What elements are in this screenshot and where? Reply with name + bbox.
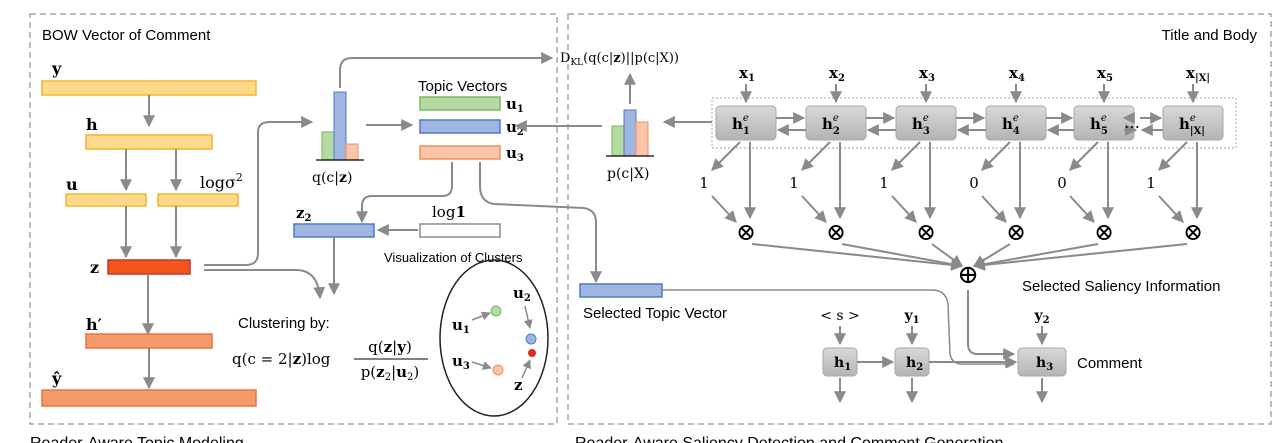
- visualization-label: Visualization of Clusters: [384, 250, 523, 265]
- cluster-point-u1: [490, 305, 502, 317]
- multiply-node-4: ⊗: [1006, 218, 1026, 246]
- right-panel-header: Title and Body: [1162, 27, 1258, 44]
- q-bar-3: [345, 143, 359, 161]
- topic-vector-u2: [419, 119, 501, 134]
- decoder-input-3: y2: [1033, 308, 1049, 326]
- y-vector: [41, 80, 257, 96]
- gate-value-2: 1: [789, 174, 799, 192]
- z2-vector: [293, 223, 375, 238]
- encoder-ellipsis: …: [1124, 113, 1140, 132]
- h-prime-label: h′: [86, 315, 102, 334]
- left-panel-footer: Reader-Aware Topic Modeling: [30, 435, 244, 443]
- oplus-node: ⊕: [957, 260, 979, 290]
- left-panel-header: BOW Vector of Comment: [42, 27, 211, 44]
- right-panel-footer: Reader-Aware Saliency Detection and Comm…: [575, 435, 1003, 443]
- encoder-node-3: [895, 105, 957, 141]
- encoder-node-6: [1162, 105, 1224, 141]
- gate-value-4: 0: [969, 174, 979, 192]
- log1-label: log1: [432, 203, 466, 221]
- y-hat-label: ŷ: [51, 369, 62, 388]
- topic-vectors-label: Topic Vectors: [418, 78, 507, 95]
- cluster-u1-label: u1: [452, 316, 470, 336]
- z-label: z: [90, 258, 99, 277]
- selected-topic-label: Selected Topic Vector: [583, 305, 727, 322]
- logsigma-vector: [157, 193, 239, 207]
- p-bar-3: [635, 121, 649, 157]
- z2-label: z2: [296, 204, 312, 224]
- y-label: y: [51, 59, 62, 78]
- multiply-node-1: ⊗: [736, 218, 756, 246]
- gate-value-6: 1: [1146, 174, 1156, 192]
- cluster-u3-label: u3: [452, 352, 470, 372]
- decoder-input-2: y1: [903, 308, 919, 326]
- input-x-6: x|X|: [1186, 64, 1210, 84]
- comment-label: Comment: [1077, 355, 1143, 372]
- cluster-point-u3: [492, 364, 504, 376]
- q-bar-2: [333, 91, 347, 161]
- u2-label: u2: [506, 118, 524, 138]
- encoder-group: [711, 97, 1237, 149]
- clustering-label: Clustering by:: [238, 315, 330, 332]
- multiply-node-5: ⊗: [1094, 218, 1114, 246]
- multiply-node-6: ⊗: [1183, 218, 1203, 246]
- decoder-label-1: h1: [834, 355, 851, 373]
- encoder-label-6: he|X|: [1179, 113, 1205, 137]
- encoder-node-4: [985, 105, 1047, 141]
- h-prime-vector: [85, 333, 213, 349]
- encoder-node-1: [715, 105, 777, 141]
- q-dist-label: q(c|z): [312, 170, 352, 186]
- saliency-label: Selected Saliency Information: [1022, 278, 1220, 295]
- p-dist-label: p(c|X): [607, 166, 649, 182]
- logsigma-label: logσ2: [200, 171, 243, 192]
- input-x-4: x4: [1009, 64, 1025, 84]
- u1-label: u1: [506, 95, 524, 115]
- gate-value-3: 1: [879, 174, 889, 192]
- multiply-node-3: ⊗: [916, 218, 936, 246]
- p-bar-1: [611, 125, 625, 157]
- multiply-node-2: ⊗: [826, 218, 846, 246]
- topic-vector-u3: [419, 145, 501, 160]
- h-vector: [85, 134, 213, 150]
- p-bar-2: [623, 109, 637, 157]
- decoder-label-2: h2: [906, 355, 923, 373]
- cluster-z-label: z: [514, 376, 523, 394]
- encoder-node-2: [805, 105, 867, 141]
- u3-label: u3: [506, 144, 524, 164]
- cluster-point-u2: [525, 333, 537, 345]
- u-vector: [65, 193, 147, 207]
- input-x-2: x2: [829, 64, 845, 84]
- q-bar-1: [321, 131, 335, 161]
- gate-value-1: 1: [699, 174, 709, 192]
- z-vector: [107, 259, 191, 275]
- y-hat-vector: [41, 389, 257, 407]
- input-x-3: x3: [919, 64, 935, 84]
- formula-prefix: q(c = 2|z)log: [232, 350, 331, 368]
- selected-topic-vector: [579, 283, 663, 298]
- formula-denominator: p(z2|u2): [361, 363, 420, 383]
- input-x-1: x1: [739, 64, 755, 84]
- decoder-label-3: h3: [1036, 355, 1053, 373]
- input-x-5: x5: [1097, 64, 1113, 84]
- left-panel-frame: [29, 13, 558, 425]
- decoder-node-3: [1017, 347, 1067, 377]
- kl-formula: DKL(q(c|z)||p(c|X)): [560, 51, 679, 68]
- u-label: u: [66, 175, 78, 194]
- cluster-point-z: [528, 349, 536, 357]
- right-panel-frame: [567, 13, 1272, 425]
- formula-numerator: q(z|y): [368, 338, 412, 356]
- h-label: h: [86, 115, 98, 134]
- cluster-u2-label: u2: [513, 284, 531, 304]
- gate-value-5: 0: [1057, 174, 1067, 192]
- log1-vector: [419, 223, 501, 238]
- decoder-input-1: < s >: [820, 308, 860, 324]
- topic-vector-u1: [419, 96, 501, 111]
- cluster-visualization: [439, 259, 549, 417]
